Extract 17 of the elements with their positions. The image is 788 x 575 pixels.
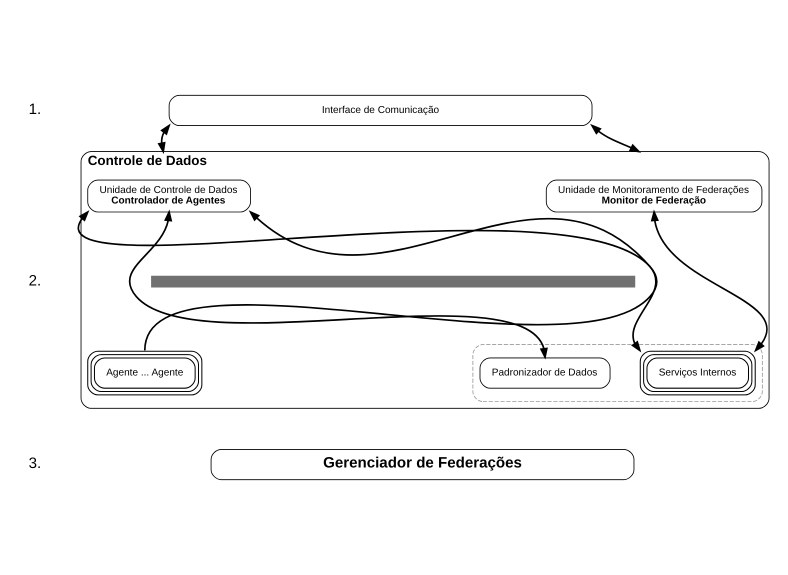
arrow bbox=[158, 124, 171, 154]
node-box: Unidade de Monitoramento de Federações Monitor de Federação bbox=[546, 180, 762, 212]
node-box: Gerenciador de Federações bbox=[210, 449, 634, 480]
label: 2. bbox=[28, 272, 42, 290]
arrow bbox=[650, 209, 768, 352]
arrow bbox=[590, 124, 642, 153]
label: 1. bbox=[28, 101, 42, 118]
node-box: Agente ... Agente bbox=[87, 350, 202, 396]
cluster bbox=[472, 344, 763, 402]
node-box: Padronizador de Dados bbox=[480, 358, 610, 389]
node-box: Unidade de Controle de Dados Controlador de Agentes bbox=[87, 180, 251, 212]
label: 3. bbox=[28, 455, 42, 472]
arrow bbox=[128, 209, 548, 360]
node-box: Interface de Comunicação bbox=[168, 94, 592, 126]
arrow bbox=[248, 210, 657, 352]
node-bar bbox=[151, 276, 636, 288]
node-box: Serviços Internos bbox=[640, 350, 756, 396]
